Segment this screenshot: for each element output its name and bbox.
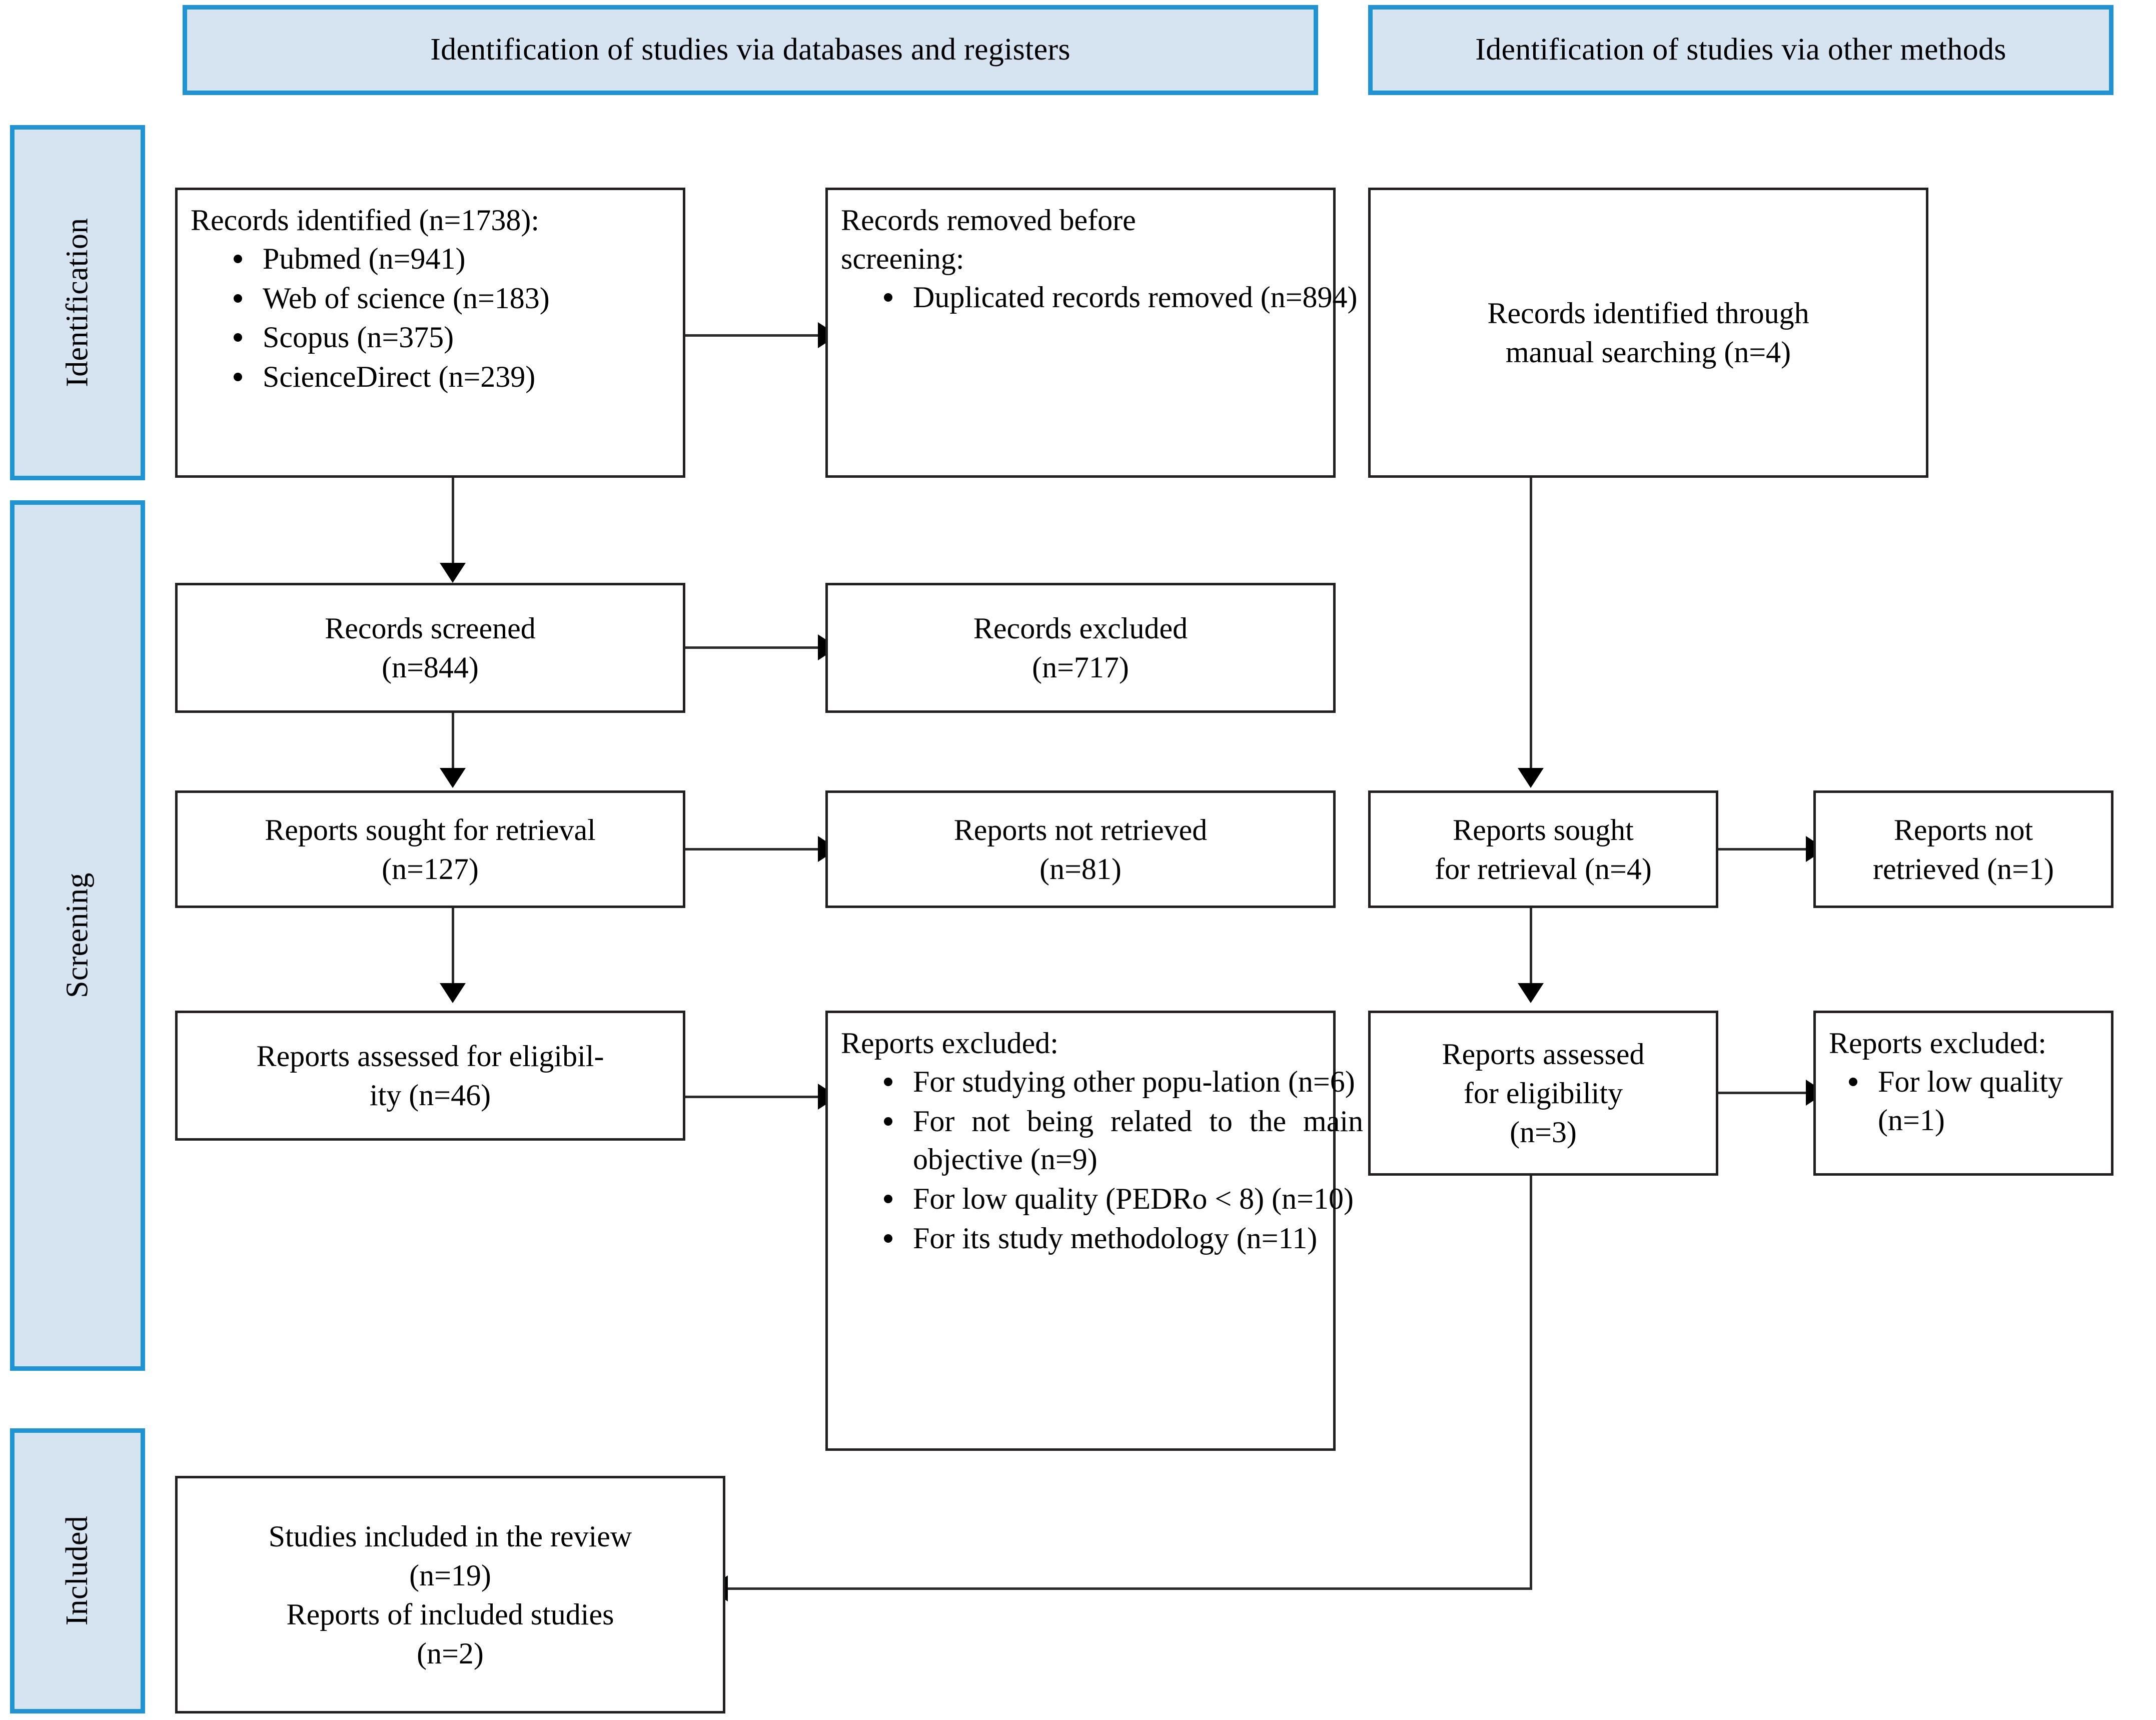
box-manual-searching: Records identified through manual search… (1368, 188, 1928, 478)
reports-assessed-line1: Reports assessed for eligibil- (256, 1040, 604, 1073)
arrow-head-down-icon (440, 768, 466, 788)
list-item: Web of science (n=183) (234, 279, 713, 318)
bullet-dot-icon (234, 333, 242, 342)
stage-label-identification: Identification (10, 125, 145, 480)
records-screened-line2: (n=844) (382, 651, 479, 684)
studies-included-line3: Reports of included studies (286, 1597, 614, 1631)
connector-assessed-other-down (1530, 1176, 1532, 1590)
list-item: For low quality (n=1) (1849, 1063, 2118, 1140)
banner-databases-label: Identification of studies via databases … (430, 33, 1070, 67)
bullet-dot-icon (884, 1195, 892, 1204)
box-reports-sought-other: Reports sought for retrieval (n=4) (1368, 790, 1718, 908)
records-removed-list: Duplicated records removed (n=894) (841, 278, 1363, 318)
reports-assessed-other-line2: for eligibility (1463, 1077, 1623, 1110)
connector-assessed-other-left (728, 1587, 1532, 1590)
box-reports-not-retrieved-other: Reports not retrieved (n=1) (1813, 790, 2113, 908)
reports-not-retrieved-line1: Reports not retrieved (953, 813, 1208, 846)
stage-label-screening-text: Screening (60, 873, 95, 999)
connector-identified-to-removed (685, 334, 818, 337)
list-item: For studying other popu-lation (n=6) (884, 1063, 1363, 1101)
reports-sought-line2: (n=127) (382, 852, 479, 886)
list-item: Duplicated records removed (n=894) (884, 278, 1363, 317)
reports-sought-other-line2: for retrieval (n=4) (1435, 852, 1652, 886)
bullet-dot-icon (1849, 1077, 1857, 1086)
records-excluded-line1: Records excluded (973, 612, 1188, 645)
reports-assessed-line2: ity (n=46) (369, 1079, 491, 1112)
records-removed-headline-line1: Records removed before (841, 204, 1136, 237)
banner-databases: Identification of studies via databases … (183, 5, 1318, 95)
connector-screened-to-excluded (685, 646, 818, 649)
connector-sought-other-to-assessed-other (1530, 908, 1532, 988)
list-item: Pubmed (n=941) (234, 240, 713, 278)
connector-sought-other-to-not-retrieved-other (1718, 848, 1806, 850)
list-item: Scopus (n=375) (234, 318, 713, 357)
bullet-dot-icon (234, 373, 242, 382)
arrow-head-down-icon (440, 563, 466, 583)
studies-included-line2: (n=19) (409, 1558, 491, 1592)
connector-sought-to-not-retrieved (685, 848, 818, 850)
manual-searching-line2: manual searching (n=4) (1505, 336, 1791, 369)
bullet-dot-icon (884, 1077, 892, 1086)
box-reports-excluded: Reports excluded: For studying other pop… (825, 1011, 1363, 1451)
connector-assessed-to-excluded (685, 1096, 818, 1098)
box-reports-excluded-other: Reports excluded: For low quality (n=1) (1813, 1011, 2113, 1176)
list-item: For not being related to the main object… (884, 1102, 1363, 1179)
box-reports-not-retrieved: Reports not retrieved (n=81) (825, 790, 1336, 908)
banner-other-methods-label: Identification of studies via other meth… (1475, 33, 2006, 67)
box-reports-assessed: Reports assessed for eligibil- ity (n=46… (175, 1011, 685, 1141)
list-item: For low quality (PEDRo < 8) (n=10) (884, 1180, 1363, 1218)
bullet-dot-icon (884, 1117, 892, 1126)
box-records-excluded: Records excluded (n=717) (825, 583, 1336, 713)
records-excluded-line2: (n=717) (1032, 651, 1129, 684)
studies-included-line4: (n=2) (417, 1636, 484, 1670)
bullet-dot-icon (234, 294, 242, 303)
records-removed-headline-line2: screening: (841, 242, 964, 275)
records-identified-headline: Records identified (n=1738): (191, 204, 540, 237)
bullet-dot-icon (884, 1234, 892, 1243)
connector-screened-to-sought (452, 713, 454, 773)
manual-searching-line1: Records identified through (1487, 297, 1809, 330)
connector-assessed-other-to-excluded-other (1718, 1092, 1806, 1094)
reports-excluded-list: For studying other popu-lation (n=6) For… (841, 1063, 1363, 1259)
connector-identified-to-screened (452, 478, 454, 568)
reports-excluded-other-headline: Reports excluded: (1829, 1027, 2046, 1060)
reports-not-retrieved-other-line1: Reports not (1893, 813, 2033, 846)
studies-included-line1: Studies included in the review (268, 1519, 632, 1553)
arrow-head-down-icon (1518, 768, 1544, 788)
records-identified-list: Pubmed (n=941) Web of science (n=183) Sc… (191, 240, 713, 397)
bullet-dot-icon (234, 254, 242, 263)
reports-sought-line1: Reports sought for retrieval (265, 813, 596, 846)
box-records-identified: Records identified (n=1738): Pubmed (n=9… (175, 188, 685, 478)
box-studies-included: Studies included in the review (n=19) Re… (175, 1476, 725, 1713)
connector-manual-to-sought-other (1530, 478, 1532, 773)
connector-sought-to-assessed (452, 908, 454, 988)
stage-label-screening: Screening (10, 500, 145, 1371)
stage-label-included-text: Included (60, 1516, 95, 1626)
list-item: For its study methodology (n=11) (884, 1219, 1363, 1258)
reports-assessed-other-line1: Reports assessed (1442, 1038, 1645, 1071)
reports-not-retrieved-line2: (n=81) (1039, 852, 1122, 886)
box-reports-assessed-other: Reports assessed for eligibility (n=3) (1368, 1011, 1718, 1176)
reports-excluded-headline: Reports excluded: (841, 1027, 1058, 1060)
bullet-dot-icon (884, 293, 892, 302)
reports-not-retrieved-other-line2: retrieved (n=1) (1873, 852, 2054, 886)
list-item: ScienceDirect (n=239) (234, 358, 713, 396)
stage-label-identification-text: Identification (60, 218, 95, 388)
reports-assessed-other-line3: (n=3) (1510, 1116, 1577, 1149)
reports-excluded-other-list: For low quality (n=1) (1829, 1063, 2118, 1141)
arrow-head-down-icon (1518, 983, 1544, 1003)
arrow-head-down-icon (440, 983, 466, 1003)
box-records-screened: Records screened (n=844) (175, 583, 685, 713)
records-screened-line1: Records screened (325, 612, 536, 645)
banner-other-methods: Identification of studies via other meth… (1368, 5, 2113, 95)
box-reports-sought: Reports sought for retrieval (n=127) (175, 790, 685, 908)
reports-sought-other-line1: Reports sought (1453, 813, 1634, 846)
stage-label-included: Included (10, 1428, 145, 1713)
box-records-removed: Records removed before screening: Duplic… (825, 188, 1358, 478)
